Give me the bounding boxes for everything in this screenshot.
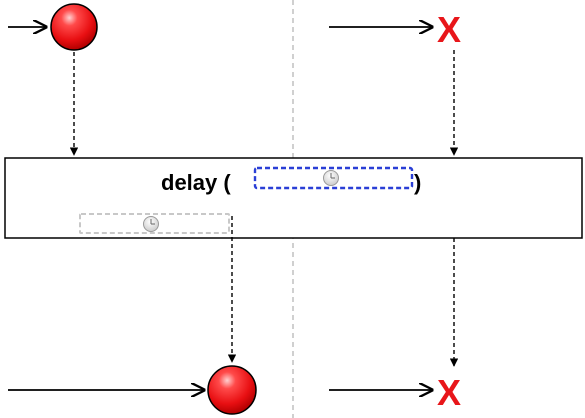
clock-icon	[143, 216, 159, 232]
source-item	[50, 3, 98, 51]
output-item	[207, 365, 257, 415]
output-completion-mark: X	[437, 372, 461, 413]
operator-label-prefix: delay (	[161, 170, 231, 195]
operator-label-suffix: )	[414, 170, 421, 195]
clock-icon	[323, 170, 339, 186]
source-completion-mark: X	[437, 9, 461, 50]
